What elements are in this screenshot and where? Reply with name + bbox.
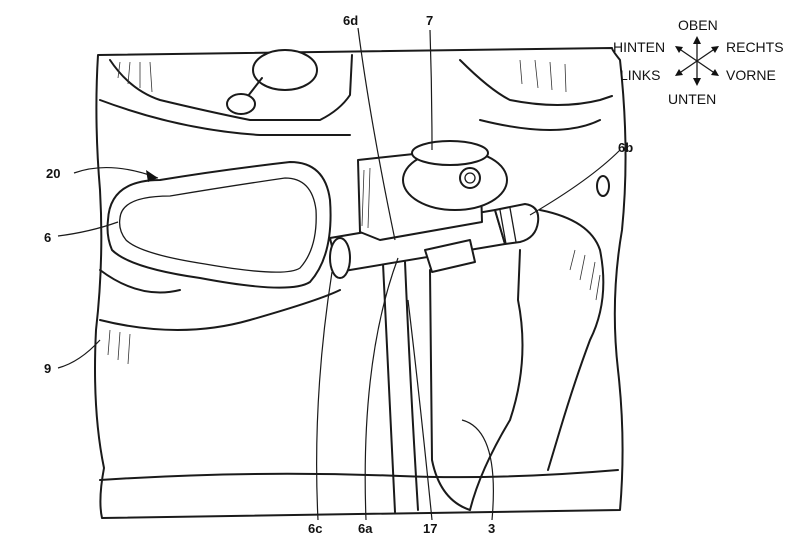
ref-9: 9 [44, 361, 51, 376]
ref-6b: 6b [618, 140, 633, 155]
mirror-glass [118, 177, 317, 273]
right-frame-curve-2 [479, 119, 601, 131]
top-knob-stem [247, 77, 263, 97]
leader-17 [407, 299, 433, 521]
upper-body-curve [109, 54, 353, 121]
dir-right: RECHTS [726, 39, 784, 55]
top-knob-base [226, 93, 256, 115]
left-body-curve [99, 269, 181, 294]
ref-6a: 6a [358, 521, 373, 536]
leader-3 [461, 419, 494, 521]
leader-6 [57, 221, 119, 237]
mount-bracket-hatch [361, 167, 371, 229]
ref-6c: 6c [308, 521, 322, 536]
leader-6b [529, 149, 621, 216]
right-frame-curve [459, 59, 613, 106]
right-bolt [596, 175, 610, 197]
leader-20 [73, 166, 159, 179]
dir-back: HINTEN [613, 39, 665, 55]
pillar [429, 249, 524, 511]
direction-compass [675, 36, 719, 86]
arrowhead-20 [146, 170, 158, 182]
ref-6: 6 [44, 230, 51, 245]
leader-9 [57, 339, 101, 369]
dir-up: OBEN [678, 17, 718, 33]
lower-clamp [424, 239, 476, 273]
pillar-inner [404, 261, 419, 511]
drawing-border [94, 47, 627, 519]
upper-body-curve-2 [99, 99, 351, 136]
dir-left: LINKS [620, 67, 660, 83]
arm-end-ribs [499, 207, 517, 245]
ref-17: 17 [423, 521, 437, 536]
top-knob [252, 49, 318, 91]
clamp-top [411, 140, 489, 166]
ref-3: 3 [488, 521, 495, 536]
left-hatch [107, 329, 131, 365]
right-lower-hatch [569, 249, 601, 301]
dir-front: VORNE [726, 67, 776, 83]
upper-body-hatch [117, 61, 153, 93]
ref-7: 7 [426, 13, 433, 28]
lower-left-curve [99, 289, 341, 331]
leader-7 [429, 29, 433, 151]
clamp-bolt [459, 167, 481, 189]
lower-body-line [99, 469, 619, 481]
leader-6c [316, 271, 333, 521]
ref-20: 20 [46, 166, 60, 181]
dir-down: UNTEN [668, 91, 716, 107]
clamp-bolt-inner [464, 172, 476, 184]
right-frame-hatch [519, 59, 567, 93]
arm-end [494, 203, 540, 245]
mirror-arm-joint [329, 237, 351, 279]
leader-6a [364, 257, 399, 521]
right-lower-part [539, 209, 605, 471]
ref-6d: 6d [343, 13, 358, 28]
leader-6d [357, 27, 396, 241]
